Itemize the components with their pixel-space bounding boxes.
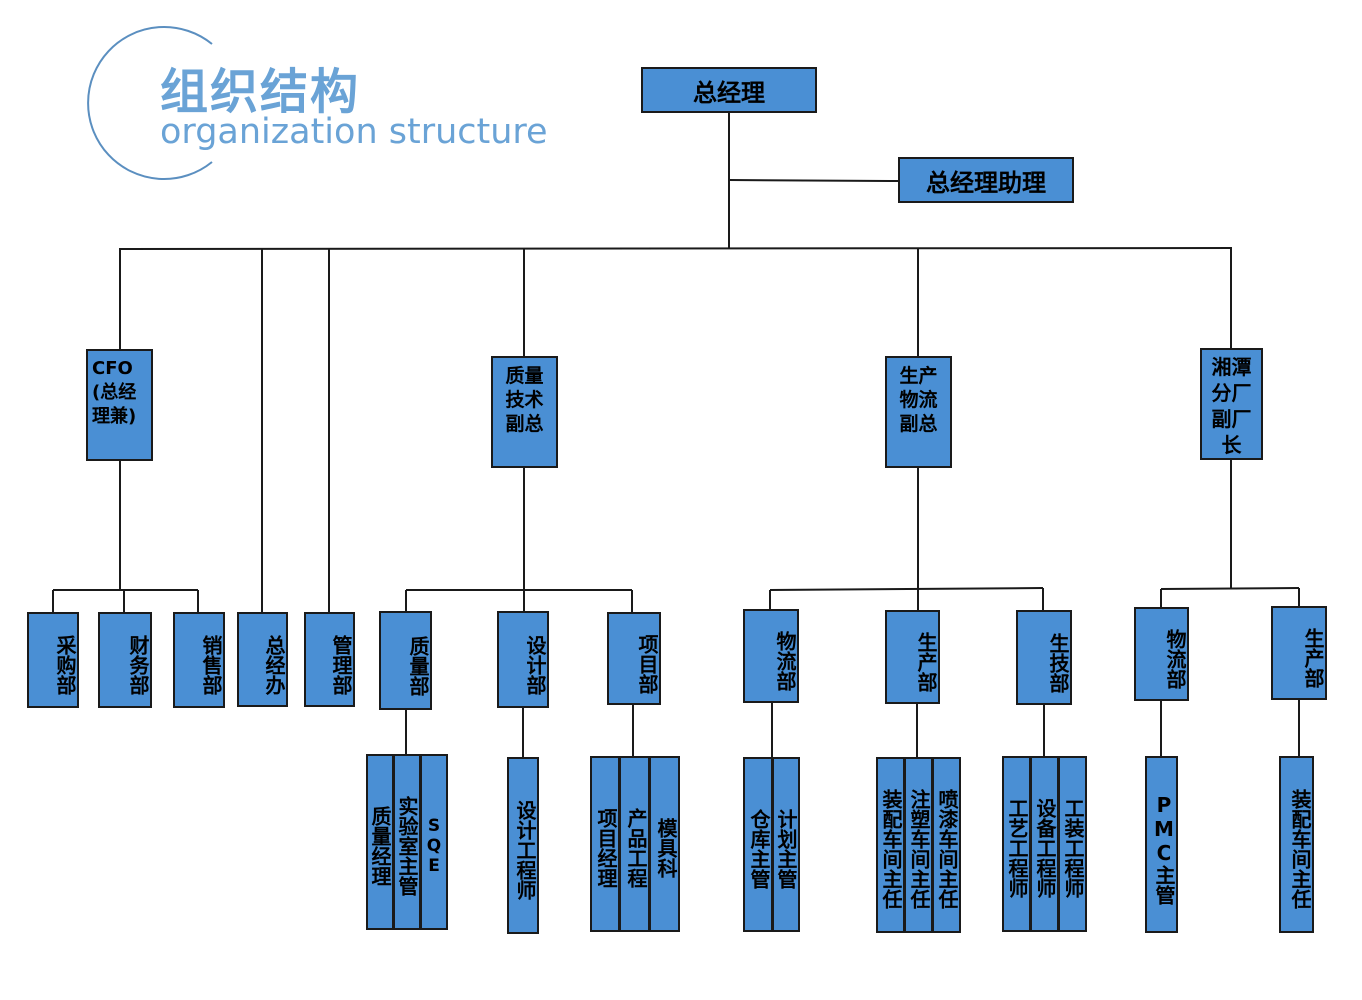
quality-manager-box: 质量经理 [366,754,394,930]
painting-workshop-director-box: 喷漆车间主任 [932,757,961,933]
assembly-workshop-director-box: 装配车间主任 [876,757,905,933]
production-logistics-vp-box: 生产物流副总 [885,356,952,468]
planning-supervisor-box: 计划主管 [772,757,800,932]
header-arc-decoration [87,26,213,180]
design-dept-box: 设计部 [497,611,549,708]
process-engineer-box: 工艺工程师 [1002,756,1031,932]
production-dept-box: 生产部 [885,610,940,704]
quality-dept-box: 质量部 [379,611,432,710]
finance-dept-box: 财务部 [98,612,152,708]
production-tech-dept-box: 生技部 [1016,610,1072,705]
sqe-box: SQE [420,754,448,930]
xiangtan-production-dept-box: 生产部 [1271,606,1327,700]
page-subtitle: organization structure [160,112,548,152]
xiangtan-assembly-director-box: 装配车间主任 [1279,756,1314,933]
logistics-dept-box: 物流部 [743,609,799,703]
xiangtan-deputy-director-box: 湘潭分厂副厂长 [1200,348,1263,460]
pmc-supervisor-box: PMC主管 [1145,756,1178,933]
assistant-general-manager-box: 总经理助理 [898,157,1074,203]
tooling-engineer-box: 工装工程师 [1058,756,1087,932]
cfo-box: CFO(总经理兼) [86,349,153,461]
sales-dept-box: 销售部 [173,612,225,708]
project-manager-box: 项目经理 [590,756,620,932]
design-engineer-box: 设计工程师 [507,757,539,934]
gm-office-box: 总经办 [237,612,288,707]
xiangtan-logistics-dept-box: 物流部 [1134,607,1189,701]
management-dept-box: 管理部 [304,612,355,707]
purchasing-dept-box: 采购部 [27,612,79,708]
warehouse-supervisor-box: 仓库主管 [743,757,773,932]
lab-supervisor-box: 实验室主管 [393,754,421,930]
general-manager-box: 总经理 [641,67,817,113]
page-title: 组织结构 [160,64,361,120]
injection-workshop-director-box: 注塑车间主任 [904,757,933,933]
project-dept-box: 项目部 [607,612,661,705]
product-engineering-box: 产品工程 [619,756,650,932]
quality-tech-vp-box: 质量技术副总 [491,356,558,468]
equipment-engineer-box: 设备工程师 [1030,756,1059,932]
mold-section-box: 模具科 [649,756,680,932]
